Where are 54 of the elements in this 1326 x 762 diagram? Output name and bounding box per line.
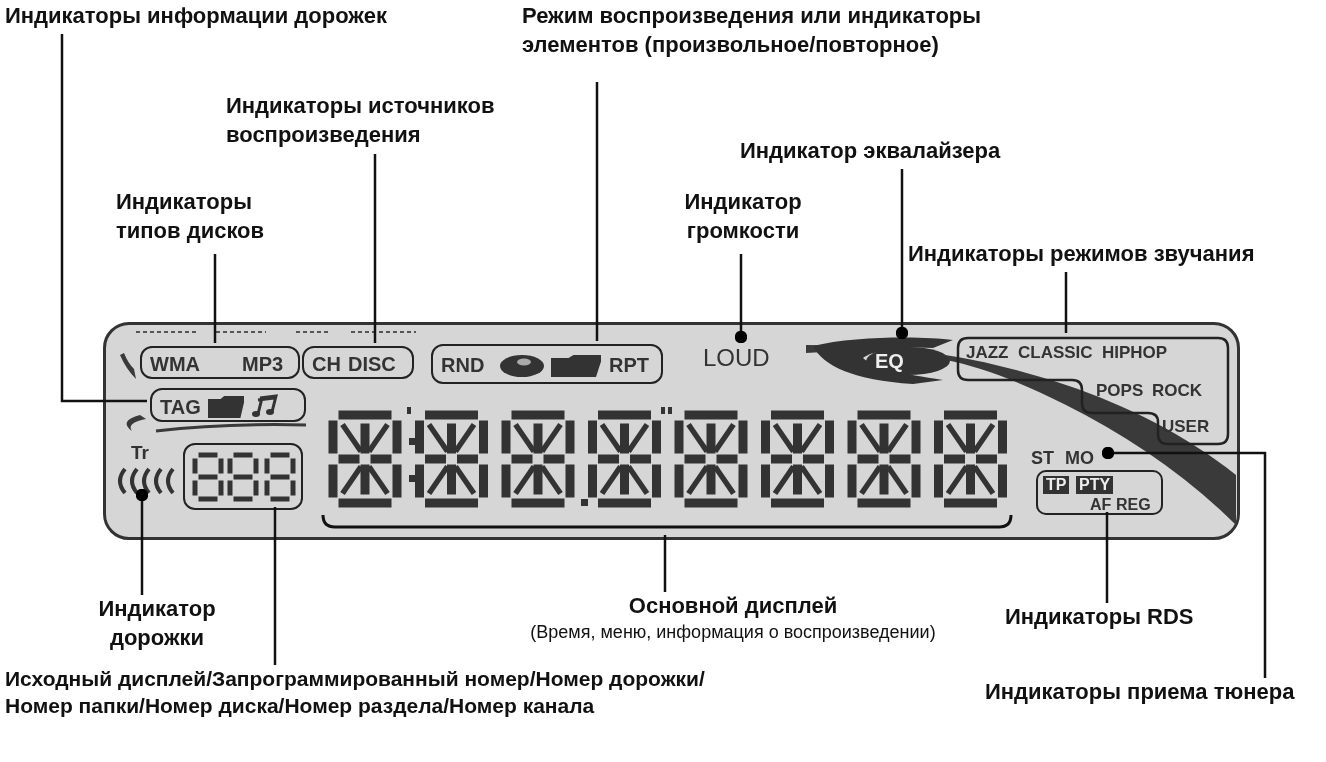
indicator-label: TAG: [160, 397, 201, 417]
indicator-label: CLASSIC: [1018, 344, 1093, 361]
leader-line: [273, 507, 277, 665]
indicator-frame: [302, 346, 414, 379]
indicator-label: DISC: [348, 354, 396, 374]
indicator-frame: [431, 344, 663, 384]
indicator-frame: [150, 388, 306, 422]
indicator-label: HIPHOP: [1102, 344, 1168, 361]
callout-label: Индикаторы приема тюнера: [985, 678, 1296, 706]
callout-label: Индикаторы источников воспроизведения: [226, 92, 496, 149]
leader-line: [734, 254, 748, 344]
callout-label: Исходный дисплей/Запрограммированный номер/Номер дорожки/ Номер папки/Номер диска/Номер раздела/Номер канала: [5, 666, 706, 720]
leader-line: [60, 34, 147, 403]
indicator-label: TP: [1043, 476, 1070, 494]
callout-note: (Время, меню, информация о воспроизведении): [529, 620, 937, 644]
leader-line: [1101, 446, 1267, 678]
indicator-label: Tr: [131, 443, 149, 462]
digit-frame: [183, 443, 303, 510]
indicator-label: PTY: [1076, 476, 1114, 494]
indicator-label: USER: [1162, 418, 1210, 435]
leader-line: [663, 535, 667, 592]
indicator-label: LOUD: [703, 346, 770, 370]
lcd-panel: [103, 322, 1240, 540]
indicator-label: ST: [1031, 449, 1054, 467]
leader-line: [595, 82, 599, 341]
indicator-label: WMA: [150, 354, 200, 374]
callout-label: Индикаторы типов дисков: [116, 188, 266, 245]
callout-label: Режим воспроизведения или индикаторы элементов (произвольное/повторное): [522, 2, 983, 59]
indicator-frame: [140, 346, 300, 379]
leader-line: [1105, 512, 1109, 603]
indicator-label: RND: [441, 355, 485, 375]
callout-label: Индикатор дорожки: [97, 595, 217, 652]
indicator-label: MO: [1065, 449, 1094, 467]
callout-label: Индикаторы режимов звучания: [908, 240, 1256, 268]
callout-label: Индикаторы RDS: [1005, 603, 1195, 631]
indicator-label: RPT: [609, 355, 649, 375]
indicator-label: MP3: [242, 354, 284, 374]
indicator-label: JAZZ: [966, 344, 1009, 361]
indicator-label: AF: [1090, 497, 1112, 513]
callout-label: Основной дисплей: [627, 592, 839, 620]
callout-label: Индикатор громкости: [683, 188, 803, 245]
leader-line: [1064, 272, 1068, 333]
leader-line: [213, 254, 217, 343]
indicator-frame: [1036, 470, 1163, 515]
indicator-label: ROCK: [1152, 382, 1203, 399]
leader-line: [135, 488, 149, 595]
callout-label: Индикатор эквалайзера: [740, 137, 1002, 165]
indicator-label: CH: [312, 354, 341, 374]
indicator-label: POPS: [1096, 382, 1144, 399]
callout-label: Индикаторы информации дорожек: [5, 2, 388, 30]
indicator-label: REG: [1116, 497, 1151, 513]
leader-line: [895, 169, 909, 340]
leader-line: [373, 154, 377, 343]
indicator-label: EQ: [875, 351, 904, 371]
